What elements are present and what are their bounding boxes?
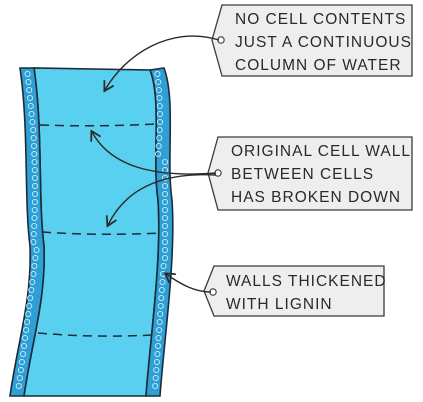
lignin-ring-right [161, 198, 169, 206]
lignin-ring-right [155, 78, 162, 86]
lignin-ring-left [27, 102, 34, 110]
lignin-ring-right [156, 134, 163, 142]
label-contents-line-2: JUST A CONTINUOUS [235, 34, 412, 51]
lignin-ring-left [20, 342, 28, 350]
lignin-ring-left [27, 294, 34, 302]
lignin-ring-left [30, 126, 37, 134]
lignin-ring-left [19, 350, 27, 358]
lignin-ring-left [26, 302, 33, 310]
lignin-ring-left [31, 158, 38, 166]
lignin-ring-left [31, 222, 38, 230]
lignin-ring-right [161, 254, 169, 262]
arrow-to-end-wall-top [90, 129, 217, 175]
lignin-ring-right [156, 118, 164, 126]
lignin-ring-right [156, 326, 163, 334]
lignin-ring-right [160, 262, 167, 270]
lignin-ring-right [152, 374, 159, 382]
lignin-ring-right [158, 294, 165, 302]
arrow-to-water-column [103, 35, 220, 93]
lignin-ring-left [21, 334, 29, 342]
lignin-ring-left [26, 94, 34, 102]
lignin-ring-left [29, 118, 36, 126]
lignin-ring-right [161, 182, 169, 190]
lignin-ring-left [31, 198, 38, 206]
arrow-to-end-wall-middle [105, 173, 217, 228]
label-cell-wall-line-2: BETWEEN CELLS [231, 166, 374, 183]
lignin-ring-left [30, 142, 38, 150]
lignin-ring-right [155, 86, 162, 94]
lignin-ring-left [31, 190, 39, 198]
right-wall [145, 67, 174, 397]
label-tag-contents: NO CELL CONTENTS JUST A CONTINUOUS COLUM… [211, 4, 413, 77]
lignin-ring-left [18, 358, 25, 366]
label-tag-lignin: WALLS THICKENED WITH LIGNIN [203, 265, 387, 317]
lignin-ring-right [156, 110, 164, 118]
lignin-ring-left [28, 110, 35, 118]
arrow-to-lignin-wall [163, 272, 212, 293]
lignin-ring-right [161, 246, 169, 254]
lignin-ring-right [154, 342, 162, 350]
lignin-ring-right [156, 318, 163, 326]
lignin-ring-right [154, 350, 161, 358]
lignin-ring-right [155, 334, 162, 342]
label-cell-wall-line-3: HAS BROKEN DOWN [231, 189, 401, 206]
lignin-ring-right [156, 126, 163, 134]
lignin-ring-left [31, 214, 38, 222]
lignin-ring-left [29, 278, 36, 286]
lignin-ring-left [31, 166, 38, 174]
lignin-ring-right [161, 214, 169, 222]
lignin-ring-right [154, 150, 162, 158]
lignin-ring-left [31, 174, 38, 182]
label-cell-wall-line-1: ORIGINAL CELL WALL [231, 143, 411, 160]
lignin-ring-right [161, 190, 169, 198]
lignin-ring-left [25, 310, 32, 318]
lignin-ring-right [158, 286, 165, 294]
left-wall [9, 67, 45, 397]
lignin-ring-right [153, 358, 160, 366]
lignin-rings [15, 70, 169, 390]
lignin-ring-left [23, 326, 30, 334]
lignin-ring-left [33, 246, 40, 254]
lignin-ring-left [25, 78, 32, 86]
lignin-ring-left [26, 86, 33, 94]
label-contents-line-1: NO CELL CONTENTS [235, 11, 406, 28]
lignin-ring-right [161, 206, 169, 214]
lignin-ring-left [30, 238, 37, 246]
lignin-ring-right [161, 158, 169, 166]
label-tag-cell-wall: ORIGINAL CELL WALL BETWEEN CELLS HAS BRO… [207, 136, 413, 211]
lignin-ring-left [31, 182, 39, 190]
lignin-ring-left [31, 150, 38, 158]
end-wall-remnant-middle [41, 231, 161, 236]
label-lignin-line-1: WALLS THICKENED [226, 273, 387, 290]
lignin-ring-left [24, 318, 31, 326]
lignin-ring-right [155, 142, 162, 150]
lignin-ring-right [161, 222, 169, 230]
lignin-ring-left [24, 70, 31, 78]
lignin-ring-right [161, 238, 169, 246]
lignin-ring-left [15, 382, 22, 390]
lignin-ring-right [161, 230, 169, 238]
lignin-ring-left [30, 230, 37, 238]
lignin-ring-left [28, 286, 35, 294]
label-contents-line-3: COLUMN OF WATER [235, 57, 402, 74]
label-lignin-line-2: WITH LIGNIN [226, 296, 333, 313]
lignin-ring-right [153, 366, 160, 374]
lignin-ring-right [157, 302, 164, 310]
lignin-ring-left [32, 254, 39, 262]
lignin-ring-left [31, 262, 38, 270]
lignin-ring-left [31, 206, 38, 214]
lignin-ring-left [16, 374, 23, 382]
lignin-ring-right [156, 102, 163, 110]
lignin-ring-left [30, 270, 37, 278]
lignin-ring-right [152, 382, 159, 390]
lignin-ring-left [17, 366, 24, 374]
lignin-ring-left [30, 134, 37, 142]
lignin-ring-right [156, 94, 163, 102]
lignin-ring-right [157, 310, 164, 318]
lignin-ring-right [154, 70, 161, 78]
